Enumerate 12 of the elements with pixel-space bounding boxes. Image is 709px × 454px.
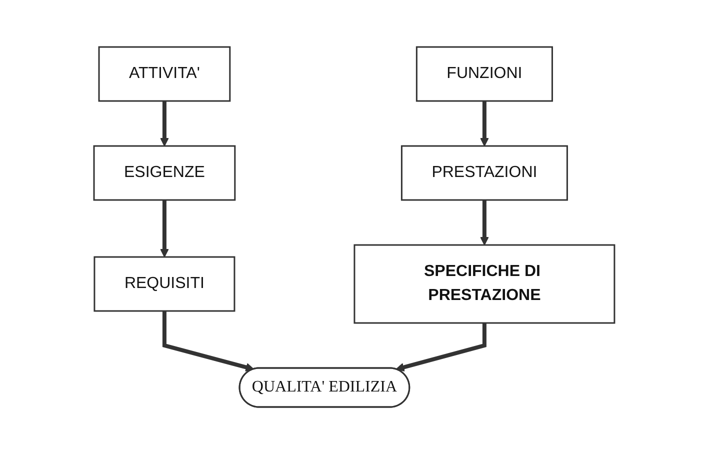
arrow [160,200,170,258]
arrow [162,311,255,372]
node-box: SPECIFICHE DI PRESTAZIONE [354,244,616,324]
node-box: FUNZIONI [416,46,554,102]
node-box: REQUISITI [94,256,236,312]
node-box: ATTIVITA' [98,46,231,102]
arrow [160,101,170,146]
node-box: PRESTAZIONI [401,145,568,201]
arrow [396,323,487,372]
node-box: ESIGENZE [94,145,236,201]
arrow [480,200,490,246]
arrow [480,101,490,146]
